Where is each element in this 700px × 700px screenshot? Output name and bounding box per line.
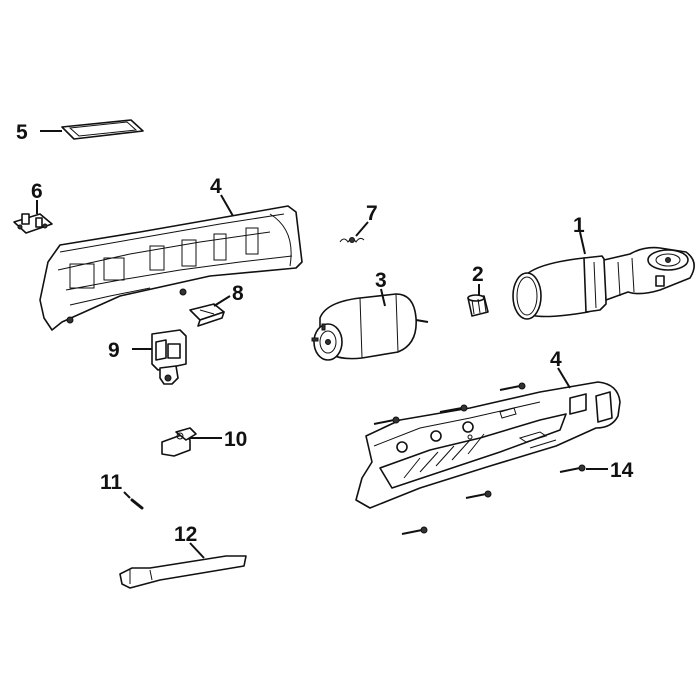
label-5: 5 [16, 121, 28, 144]
part-10-latch: 10 [161, 427, 247, 457]
part-11-pin: 11 [100, 471, 144, 510]
label-8: 8 [232, 282, 244, 305]
label-11: 11 [100, 471, 123, 494]
screw [401, 526, 428, 535]
screw [439, 404, 468, 413]
part-5-label-plate: 5 [16, 119, 144, 144]
part-9-trigger-switch: 9 [108, 329, 187, 385]
label-14: 14 [610, 459, 634, 482]
part-14-screws: 14 [373, 382, 634, 535]
label-7: 7 [366, 202, 378, 225]
part-4-housing-upper: 4 [39, 175, 303, 331]
label-9: 9 [108, 339, 120, 362]
part-4-housing-lower: 4 [355, 348, 621, 509]
label-2: 2 [472, 263, 484, 286]
label-6: 6 [31, 180, 43, 203]
screw [499, 382, 526, 391]
part-1-ratchet-head: 1 [512, 214, 695, 320]
label-10: 10 [224, 428, 247, 451]
screw [373, 416, 400, 425]
label-4-upper: 4 [210, 175, 222, 198]
part-7-spring: 7 [339, 202, 378, 243]
screw [465, 490, 492, 499]
part-2-gear: 2 [467, 263, 489, 317]
label-4-lower: 4 [550, 348, 562, 371]
part-12-contact-strip: 12 [119, 523, 247, 589]
label-3: 3 [375, 269, 387, 292]
part-3-motor: 3 [311, 269, 429, 361]
part-6-bracket: 6 [13, 180, 53, 234]
label-1: 1 [573, 214, 585, 237]
part-8-switch-button: 8 [189, 282, 244, 327]
label-12: 12 [174, 523, 197, 546]
screw [559, 464, 586, 473]
